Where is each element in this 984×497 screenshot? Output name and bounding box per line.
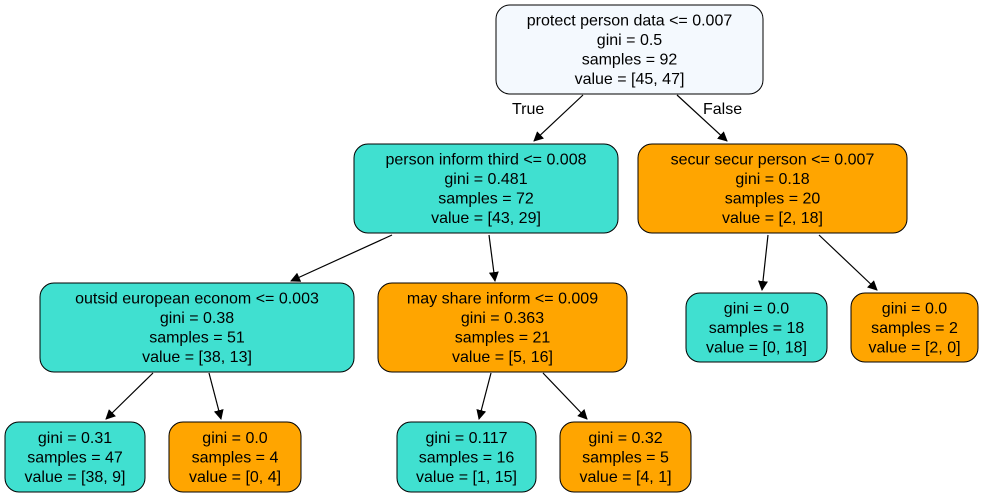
node-line: value = [2, 0] [868,339,960,356]
node-line: samples = 51 [149,330,245,347]
nodes-layer: protect person data <= 0.007 gini = 0.5 sa… [4,4,979,493]
node-line: value = [45, 47] [575,71,685,88]
node-line: value = [2, 18] [722,210,823,227]
node-line: gini = 0.31 [38,430,112,447]
node-line: gini = 0.32 [588,430,662,447]
node-box-root [495,4,764,95]
tree-node-root: protect person data <= 0.007 gini = 0.5 sa… [495,4,764,95]
node-line: gini = 0.363 [461,310,544,327]
node-line: value = [0, 18] [706,339,807,356]
node-line: samples = 47 [27,449,123,466]
edge-root-n1 [533,94,584,142]
node-box-n8 [168,421,302,493]
tree-node-n7: gini = 0.31 samples = 47 value = [38, 9] [4,421,146,493]
tree-node-n2: secur secur person <= 0.007 gini = 0.18 sa… [637,143,908,234]
node-box-n5 [685,292,828,363]
node-line: samples = 92 [582,52,678,69]
node-line: gini = 0.38 [160,310,234,327]
node-box-n10 [559,421,692,493]
node-line: value = [4, 1] [579,469,671,486]
node-line: value = [38, 9] [25,469,126,486]
node-box-n7 [4,421,146,493]
node-box-n2 [637,143,908,234]
node-line: gini = 0.0 [202,430,267,447]
edge-n4-n10 [542,372,588,420]
node-line: samples = 2 [871,320,958,337]
edge-n3-n7 [105,372,154,420]
node-line: value = [38, 13] [142,349,252,366]
node-line: value = [5, 16] [452,349,553,366]
node-line: person inform third <= 0.008 [385,152,586,169]
node-line: samples = 4 [192,449,279,466]
tree-node-n9: gini = 0.117 samples = 16 value = [1, 15] [396,421,537,493]
edges-layer [105,94,878,420]
tree-node-n6: gini = 0.0 samples = 2 value = [2, 0] [850,292,979,363]
edge-root-n2 [676,94,728,142]
node-line: samples = 18 [709,320,805,337]
edge-n2-n5 [758,234,769,291]
tree-node-n3: outsid european econom <= 0.003 gini = 0.… [39,282,355,373]
node-line: samples = 72 [438,191,534,208]
node-line: value = [43, 29] [431,210,541,227]
node-line: value = [1, 15] [416,469,517,486]
node-line: gini = 0.117 [426,430,508,447]
node-box-n1 [353,143,619,234]
node-line: may share inform <= 0.009 [407,291,598,308]
node-line: samples = 21 [455,330,551,347]
node-line: gini = 0.0 [724,300,789,317]
node-line: secur secur person <= 0.007 [671,152,875,169]
node-line: value = [0, 4] [189,469,281,486]
node-line: gini = 0.481 [444,171,527,188]
edge-label-false: False [703,101,742,118]
node-box-n9 [396,421,537,493]
edge-n4-n9 [476,372,492,420]
node-box-n3 [39,282,355,373]
node-line: gini = 0.0 [882,300,947,317]
node-line: outsid european econom <= 0.003 [75,291,319,308]
node-box-n6 [850,292,979,363]
node-line: samples = 20 [725,191,821,208]
node-box-n4 [377,282,628,373]
node-line: protect person data <= 0.007 [527,13,733,30]
tree-node-n10: gini = 0.32 samples = 5 value = [4, 1] [559,421,692,493]
node-line: gini = 0.5 [597,32,662,49]
node-line: gini = 0.18 [735,171,809,188]
edge-label-true: True [512,101,544,118]
tree-node-n1: person inform third <= 0.008 gini = 0.481… [353,143,619,234]
tree-node-n5: gini = 0.0 samples = 18 value = [0, 18] [685,292,828,363]
edge-n1-n4 [488,234,499,282]
node-line: samples = 5 [582,449,669,466]
tree-node-n8: gini = 0.0 samples = 4 value = [0, 4] [168,421,302,493]
edge-n3-n8 [208,372,224,420]
edge-n1-n3 [290,234,393,282]
node-line: samples = 16 [419,449,515,466]
edge-n2-n6 [818,234,878,291]
tree-node-n4: may share inform <= 0.009 gini = 0.363 sam… [377,282,628,373]
